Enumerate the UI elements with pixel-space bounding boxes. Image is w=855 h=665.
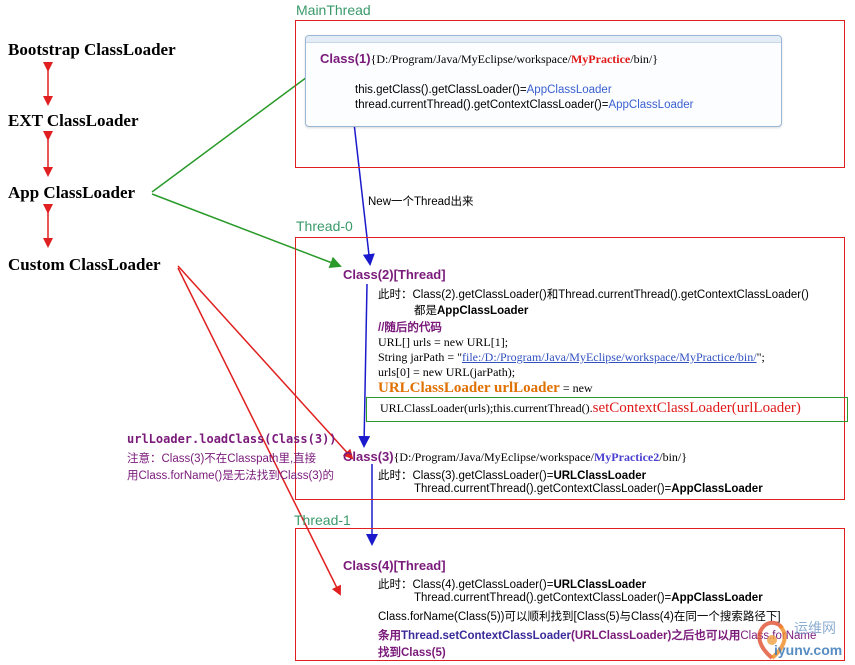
thread0-label: Thread-0 (296, 218, 353, 234)
class4-line2-text: Thread.currentThread().getContextClassLo… (414, 592, 672, 604)
main-thread-label: MainThread (296, 2, 371, 18)
code-line3: urls[0] = new URL(jarPath); (378, 365, 516, 379)
class1-line1: this.getClass().getClassLoader()=AppClas… (355, 84, 612, 96)
thread1-label: Thread-1 (294, 512, 351, 528)
code-comment: //随后的代码 (378, 322, 442, 334)
class3-line2-value: AppClassLoader (671, 483, 763, 495)
class3-line2: Thread.currentThread().getContextClassLo… (414, 483, 763, 495)
class2-line1: 此时：Class(2).getClassLoader()和Thread.curr… (378, 289, 809, 301)
class2-line2: 都是AppClassLoader (414, 302, 528, 318)
jar-path-link[interactable]: file:/D:/Program/Java/MyEclipse/workspac… (462, 350, 757, 364)
class4-line5-value: Class(5) (401, 647, 446, 659)
custom-classloader-label: Custom ClassLoader (8, 255, 161, 274)
class4-line2: Thread.currentThread().getContextClassLo… (414, 592, 763, 604)
arrow-app-to-class1 (151, 58, 332, 193)
arrow-custom-to-class4 (177, 267, 341, 596)
class1-line2-value: AppClassLoader (608, 99, 694, 111)
side-note-line1: 注意：Class(3)不在Classpath里,直接 (127, 453, 317, 465)
watermark-top-text: 运维网 (794, 620, 836, 636)
set-context-loader-highlight-box (366, 397, 848, 422)
class4-line4-mid: (URLClassLoader) (571, 630, 672, 642)
class1-line2: thread.currentThread().getContextClassLo… (355, 99, 693, 111)
thread0-box (295, 237, 845, 500)
arrow-class2-to-class3 (358, 283, 371, 448)
class4-line1-value: URLClassLoader (553, 579, 647, 591)
class2-name: Class(2)[Thread] (343, 267, 446, 282)
code-line1: URL[] urls = new URL[1]; (378, 335, 509, 349)
class4-line1-text: 此时：Class(4).getClassLoader()= (378, 579, 554, 591)
code-line5-highlight: setContextClassLoader(urlLoader) (592, 400, 801, 416)
app-classloader-label: App ClassLoader (8, 183, 136, 202)
class1-name: Class(1) (320, 51, 371, 66)
class3-line1-value: URLClassLoader (553, 470, 647, 482)
class4-line4: 条用Thread.setContextClassLoader(URLClassL… (378, 627, 816, 643)
arrow-custom-to-class3 (177, 265, 354, 460)
ext-classloader-label: EXT ClassLoader (8, 111, 139, 130)
code-line2-post: "; (756, 350, 765, 364)
class3-path-highlight: MyPractice2 (593, 450, 660, 464)
code-line2-pre: String jarPath = " (378, 350, 462, 364)
thread1-box (295, 528, 845, 661)
class1-path-pre: {D:/Program/Java/MyEclipse/workspace/ (370, 52, 571, 66)
code-line2: String jarPath = "file:/D:/Program/Java/… (378, 350, 765, 365)
code-line5-pre: URLClassLoader(urls);this.currentThread(… (380, 401, 593, 415)
class4-line4-post: 之后也可以用 (671, 630, 741, 642)
class3-line1-text: 此时：Class(3).getClassLoader()= (378, 470, 554, 482)
class3-name: Class(3) (343, 449, 394, 464)
class3-header: Class(3){D:/Program/Java/MyEclipse/works… (343, 449, 687, 465)
class1-line1-value: AppClassLoader (526, 84, 612, 96)
class3-path-post: /bin/ (659, 450, 682, 464)
class1-header: Class(1){D:/Program/Java/MyEclipse/works… (320, 51, 658, 67)
code-line5: URLClassLoader(urls);this.currentThread(… (380, 400, 801, 417)
class3-path-pre: {D:/Program/Java/MyEclipse/workspace/ (393, 450, 594, 464)
code-line4: URLClassLoader urlLoader = new (378, 380, 593, 397)
code-line4-highlight: URLClassLoader urlLoader (378, 380, 560, 396)
code-line4-post: = new (559, 381, 593, 395)
side-note-line2: 用Class.forName()是无法找到Class(3)的 (127, 470, 335, 482)
class3-line2-text: Thread.currentThread().getContextClassLo… (414, 483, 672, 495)
class3-line1: 此时：Class(3).getClassLoader()=URLClassLoa… (378, 467, 646, 483)
site-watermark: 运维网 iyunv.com (752, 614, 852, 664)
main-thread-box (295, 20, 845, 168)
class4-name: Class(4)[Thread] (343, 558, 446, 573)
main-thread-code-panel (305, 35, 782, 127)
class4-line5-pre: 找到 (378, 647, 401, 659)
class2-line2-value: AppClassLoader (437, 305, 529, 317)
class1-line1-text: this.getClass().getClassLoader()= (355, 84, 527, 96)
class1-path-post: /bin/ (630, 52, 653, 66)
class1-path-end: } (652, 52, 659, 66)
class4-line4-pre: 条用 (378, 630, 401, 642)
watermark-bottom-text: iyunv.com (774, 642, 843, 658)
watermark-logo-icon (757, 620, 787, 660)
class4-line3: Class.forName(Class(5))可以顺利找到[Class(5)与C… (378, 611, 781, 623)
panel-grip (306, 36, 781, 43)
class4-line1: 此时：Class(4).getClassLoader()=URLClassLoa… (378, 576, 646, 592)
class1-line2-text: thread.currentThread().getContextClassLo… (355, 99, 609, 111)
class4-line2-value: AppClassLoader (671, 592, 763, 604)
class1-path-highlight: MyPractice (570, 52, 631, 66)
arrow-app-to-class2 (151, 193, 342, 269)
class4-line4-highlight: Thread.setContextClassLoader (401, 630, 571, 642)
load-class-code: urlLoader.loadClass(Class(3)) (127, 432, 337, 446)
bootstrap-classloader-label: Bootstrap ClassLoader (8, 40, 176, 59)
class3-path-end: } (681, 450, 688, 464)
class2-line2-text: 都是 (414, 305, 437, 317)
new-thread-note: New一个Thread出来 (368, 196, 474, 208)
class4-line5: 找到Class(5) (378, 644, 446, 660)
